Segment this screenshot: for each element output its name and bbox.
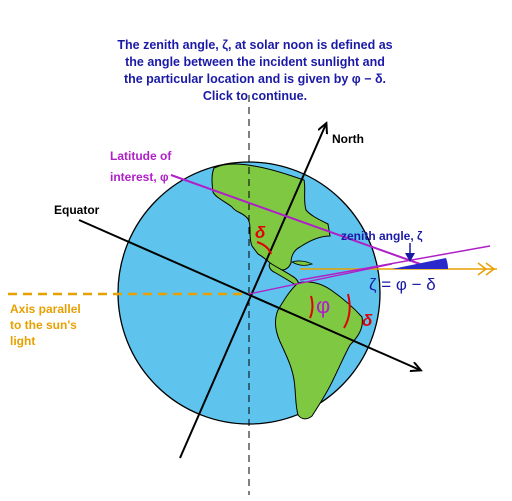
- caption-line-3: the particular location and is given by …: [123, 72, 387, 86]
- land-north-america: [211, 163, 331, 271]
- land-caribbean: [291, 260, 314, 266]
- earth-rotation-axis: [179, 124, 326, 459]
- delta-arc-upper: [256, 241, 272, 255]
- caption-line-2: the angle between the incident sunlight …: [125, 55, 385, 69]
- latitude-label-line1: Latitude of: [110, 149, 172, 163]
- delta-arc-lower: [343, 293, 351, 329]
- phi-symbol-label: φ: [316, 293, 330, 318]
- latitude-label-line2: interest, φ: [110, 170, 169, 184]
- north-label: North: [332, 132, 364, 146]
- zenith-angle-label: zenith angle, ζ: [341, 229, 423, 243]
- delta-lower-label: δ: [362, 311, 373, 330]
- caption-text[interactable]: The zenith angle, ζ, at solar noon is de…: [70, 37, 440, 105]
- continue-link[interactable]: Click to continue.: [202, 89, 308, 103]
- axis-label-line1: Axis parallel: [10, 302, 81, 316]
- zenith-formula-label: ζ = φ − δ: [369, 275, 436, 294]
- equator-label: Equator: [54, 203, 100, 217]
- sunlight-ray-arrowhead-2: [485, 262, 496, 276]
- center-to-location-line: [248, 263, 393, 295]
- zenith-direction-line: [299, 245, 491, 281]
- sunlight-ray-arrowhead-1: [477, 262, 488, 276]
- equator-line: [78, 219, 420, 370]
- axis-label-line2: to the sun's: [10, 318, 77, 332]
- axis-label-line3: light: [10, 334, 35, 348]
- delta-upper-label: δ: [255, 223, 266, 242]
- latitude-line: [170, 174, 421, 265]
- phi-arc: [309, 295, 314, 319]
- zenith-pointer-head: [405, 253, 415, 262]
- caption-line-1: The zenith angle, ζ, at solar noon is de…: [117, 38, 393, 52]
- zenith-angle-wedge: [392, 258, 448, 269]
